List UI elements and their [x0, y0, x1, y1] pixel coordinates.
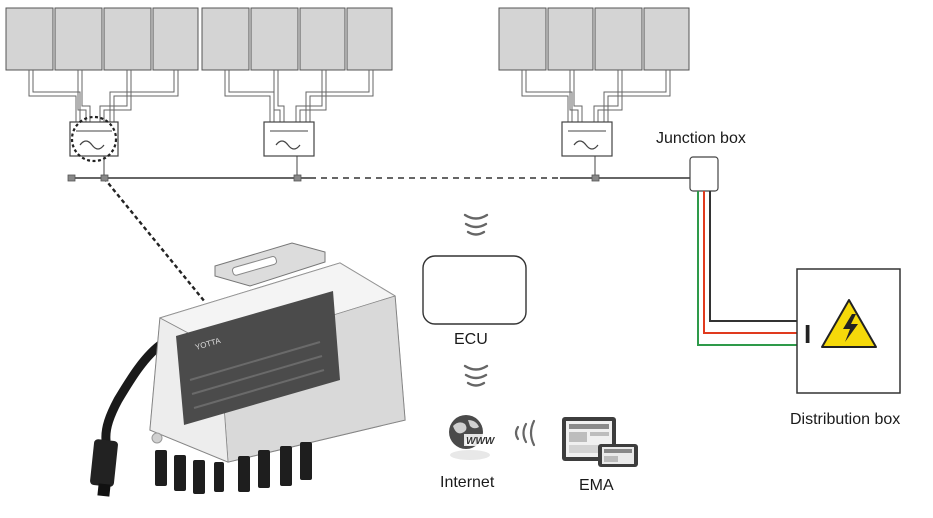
distribution-box-label: Distribution box	[790, 411, 901, 428]
wireless-signal-icon	[463, 364, 489, 387]
panel-wiring	[28, 70, 671, 122]
solar-panel	[594, 7, 643, 71]
solar-panel	[103, 7, 152, 71]
solar-panel	[346, 7, 393, 71]
solar-panel	[5, 7, 54, 71]
distribution-symbol: I	[804, 319, 811, 349]
solar-panel	[201, 7, 250, 71]
www-text: WWW	[466, 436, 496, 447]
trunk-connectors	[67, 174, 600, 182]
ema-monitor-icon	[562, 417, 638, 467]
wireless-signal-icon	[463, 213, 489, 236]
solar-panel	[152, 7, 199, 71]
microinverter-1	[69, 121, 119, 178]
solar-panel	[498, 7, 547, 71]
internet-label: Internet	[440, 474, 495, 491]
solar-panel	[250, 7, 299, 71]
solar-array-1	[5, 7, 199, 71]
microinverter-2	[263, 121, 315, 178]
solar-panel	[643, 7, 690, 71]
ac-connector	[90, 439, 118, 487]
solar-array-2	[201, 7, 393, 71]
callout-dashed-line	[103, 177, 206, 303]
microinverter-illustration: YOTTA	[90, 242, 406, 497]
high-voltage-warning-icon	[821, 299, 877, 348]
junction-box-label: Junction box	[656, 130, 746, 147]
wireless-signal-icon	[514, 419, 536, 447]
junction-box	[689, 156, 719, 192]
junction-wires	[697, 191, 800, 346]
ecu-label: ECU	[454, 331, 488, 348]
solar-array-3	[498, 7, 690, 71]
ecu-box	[422, 255, 527, 325]
microinverter-3	[561, 121, 613, 178]
solar-panel	[547, 7, 594, 71]
ema-label: EMA	[579, 477, 614, 494]
solar-panel	[299, 7, 346, 71]
globe-icon: WWW	[449, 415, 496, 460]
solar-panel	[54, 7, 103, 71]
highlight-circle	[70, 115, 118, 163]
